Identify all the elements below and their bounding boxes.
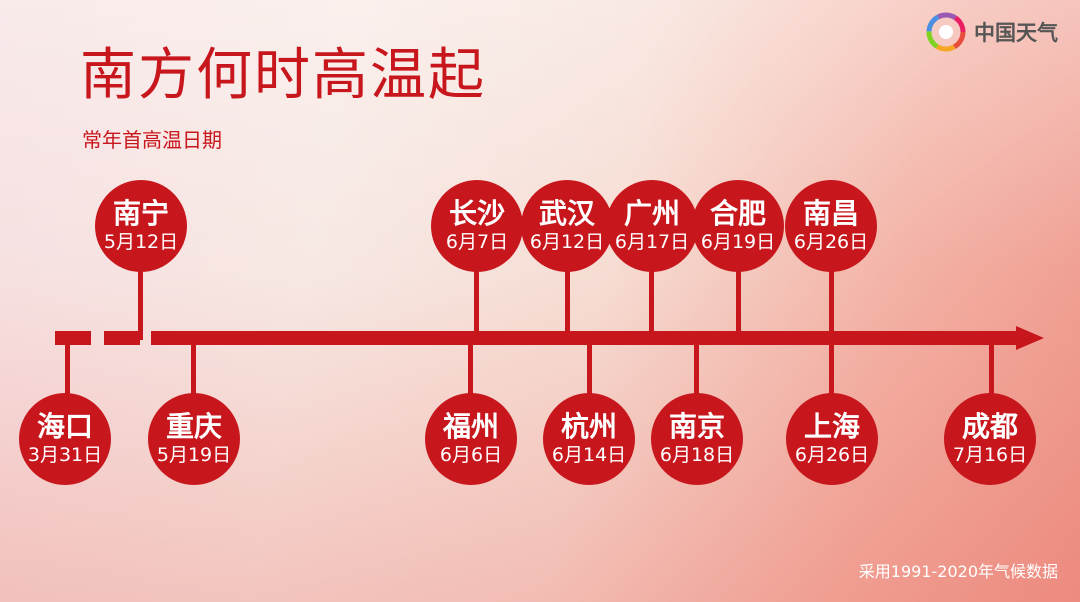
city-marker-guangzhou: 广州 6月17日 xyxy=(606,180,698,272)
city-name: 南宁 xyxy=(112,197,169,230)
stem xyxy=(191,343,196,395)
brand-logo: 中国天气 xyxy=(926,10,1058,54)
stem xyxy=(694,343,699,395)
city-name: 成都 xyxy=(961,410,1018,443)
city-marker-chengdu: 成都 7月16日 xyxy=(944,393,1036,485)
stem xyxy=(65,343,70,395)
city-marker-nanjing: 南京 6月18日 xyxy=(651,393,743,485)
city-name: 南京 xyxy=(668,410,725,443)
timeline-segment xyxy=(55,331,91,345)
timeline-segment xyxy=(104,331,140,345)
stem xyxy=(565,268,570,334)
city-date: 6月26日 xyxy=(794,444,870,466)
stem xyxy=(829,268,834,334)
stem xyxy=(468,343,473,395)
stem xyxy=(829,343,834,395)
city-date: 6月12日 xyxy=(529,231,605,253)
city-date: 6月7日 xyxy=(445,231,509,253)
timeline-axis xyxy=(151,331,1019,345)
brand-name: 中国天气 xyxy=(974,21,1058,45)
city-name: 杭州 xyxy=(560,410,617,443)
data-source-note: 采用1991-2020年气候数据 xyxy=(858,562,1058,581)
city-marker-nanchang: 南昌 6月26日 xyxy=(785,180,877,272)
city-date: 6月14日 xyxy=(551,444,627,466)
city-date: 5月19日 xyxy=(156,444,232,466)
city-date: 6月26日 xyxy=(793,231,869,253)
stem xyxy=(474,268,479,334)
city-name: 福州 xyxy=(442,410,499,443)
swirl-logo-icon xyxy=(926,12,966,52)
city-name: 南昌 xyxy=(802,197,859,230)
timeline-arrow-icon xyxy=(1016,326,1044,350)
stem xyxy=(649,268,654,334)
city-marker-hangzhou: 杭州 6月14日 xyxy=(543,393,635,485)
city-name: 海口 xyxy=(36,410,93,443)
city-name: 重庆 xyxy=(165,410,222,443)
city-name: 广州 xyxy=(623,197,680,230)
city-date: 6月19日 xyxy=(700,231,776,253)
city-name: 上海 xyxy=(803,410,860,443)
city-marker-shanghai: 上海 6月26日 xyxy=(786,393,878,485)
city-date: 6月17日 xyxy=(614,231,690,253)
stem xyxy=(587,343,592,395)
city-date: 3月31日 xyxy=(27,444,103,466)
city-marker-chongqing: 重庆 5月19日 xyxy=(148,393,240,485)
city-name: 武汉 xyxy=(538,197,595,230)
city-marker-wuhan: 武汉 6月12日 xyxy=(521,180,613,272)
city-date: 5月12日 xyxy=(103,231,179,253)
page-subtitle: 常年首高温日期 xyxy=(82,128,222,152)
city-marker-changsha: 长沙 6月7日 xyxy=(431,180,523,272)
stem xyxy=(138,268,143,340)
stem xyxy=(736,268,741,334)
city-date: 6月18日 xyxy=(659,444,735,466)
city-marker-haikou: 海口 3月31日 xyxy=(19,393,111,485)
city-name: 长沙 xyxy=(448,197,505,230)
city-marker-nanning: 南宁 5月12日 xyxy=(95,180,187,272)
page-title: 南方何时高温起 xyxy=(80,43,486,108)
city-date: 7月16日 xyxy=(952,444,1028,466)
city-marker-hefei: 合肥 6月19日 xyxy=(692,180,784,272)
city-name: 合肥 xyxy=(709,197,766,230)
city-date: 6月6日 xyxy=(439,444,503,466)
city-marker-fuzhou: 福州 6月6日 xyxy=(425,393,517,485)
stem xyxy=(989,343,994,395)
